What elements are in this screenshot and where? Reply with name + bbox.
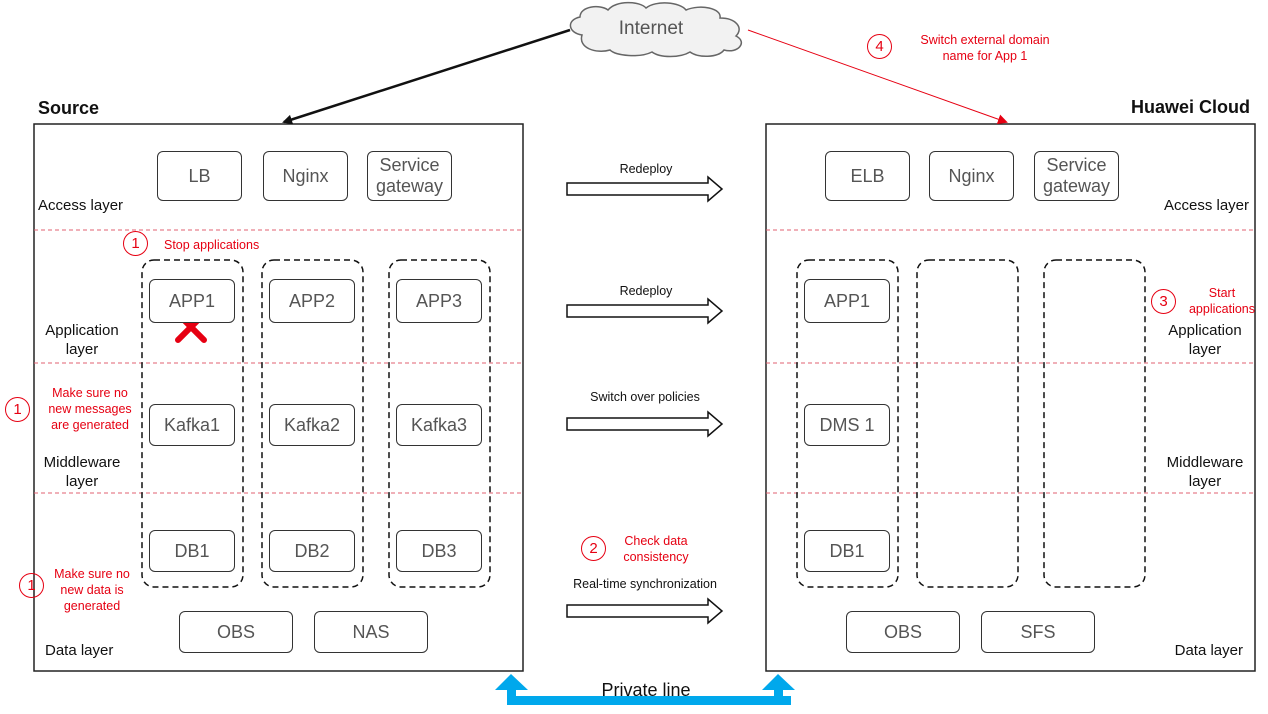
step-4-switch-domain-marker: 4 <box>867 34 892 59</box>
cloud-app1-box: APP1 <box>804 279 890 323</box>
source-middleware-layer-label: Middleware layer <box>43 454 121 490</box>
private-line-label: Private line <box>601 680 691 700</box>
step-1-stop-apps-text: Stop applications <box>164 238 260 252</box>
step-1-no-data-marker: 1 <box>19 573 44 598</box>
cloud-obs-box: OBS <box>846 611 960 653</box>
cloud-db1-box: DB1 <box>804 530 890 572</box>
cloud-access-layer-label: Access layer <box>1163 197 1249 214</box>
source-title: Source <box>38 98 100 118</box>
source-nginx-box: Nginx <box>263 151 348 201</box>
source-nas-box: NAS <box>314 611 428 653</box>
source-kafka3-box: Kafka3 <box>396 404 482 446</box>
migration-arrows <box>566 175 724 625</box>
source-app1-box: APP1 <box>149 279 235 323</box>
source-obs-box: OBS <box>179 611 293 653</box>
source-service-gateway-box: Service gateway <box>367 151 452 201</box>
cloud-middleware-layer-label: Middleware layer <box>1166 454 1244 490</box>
realtime-sync-arrow <box>566 597 724 625</box>
private-line-right-arrowhead <box>762 674 795 690</box>
source-frame <box>33 123 524 672</box>
cloud-dms1-box: DMS 1 <box>804 404 890 446</box>
source-kafka2-box: Kafka2 <box>269 404 355 446</box>
redeploy-app-arrow <box>566 297 724 325</box>
internet-cloud-icon <box>569 1 742 58</box>
step-4-switch-domain-text: Switch external domain name for App 1 <box>920 33 1050 63</box>
cloud-application-layer-label: Application layer <box>1168 322 1242 358</box>
redeploy-app-caption: Redeploy <box>619 284 673 298</box>
redeploy-access-arrow <box>566 175 724 203</box>
switch-policies-arrow <box>566 410 724 438</box>
private-line-connector <box>495 674 795 705</box>
step-2-check-data-text: Check data consistency <box>623 534 689 564</box>
cloud-nginx-box: Nginx <box>929 151 1014 201</box>
source-layer-dividers <box>34 229 523 494</box>
cloud-data-layer-label: Data layer <box>1174 642 1243 659</box>
source-kafka1-box: Kafka1 <box>149 404 235 446</box>
internet-to-source-arrow <box>282 28 571 125</box>
source-app-groups <box>141 259 491 588</box>
cloud-elb-box: ELB <box>825 151 910 201</box>
step-1-no-messages-text: Make sure no new messages are generated <box>48 386 132 432</box>
source-data-layer-label: Data layer <box>45 642 114 659</box>
realtime-sync-caption: Real-time synchronization <box>573 577 717 591</box>
source-app2-box: APP2 <box>269 279 355 323</box>
source-lb-box: LB <box>157 151 242 201</box>
source-access-layer-label: Access layer <box>38 197 124 214</box>
source-application-layer-label: Application layer <box>45 322 119 358</box>
step-1-no-data-text: Make sure no new data is generated <box>54 567 130 613</box>
internet-label: Internet <box>618 18 684 39</box>
redeploy-access-caption: Redeploy <box>619 162 673 176</box>
cloud-service-gateway-box: Service gateway <box>1034 151 1119 201</box>
step-1-stop-apps-marker: 1 <box>123 231 148 256</box>
cloud-frame <box>765 123 1256 672</box>
source-db3-box: DB3 <box>396 530 482 572</box>
source-app3-box: APP3 <box>396 279 482 323</box>
cloud-title: Huawei Cloud <box>1130 97 1250 117</box>
step-2-check-data-marker: 2 <box>581 536 606 561</box>
step-3-start-apps-text: Start applications <box>1188 286 1255 316</box>
source-db2-box: DB2 <box>269 530 355 572</box>
cloud-sfs-box: SFS <box>981 611 1095 653</box>
step-3-start-apps-marker: 3 <box>1151 289 1176 314</box>
source-db1-box: DB1 <box>149 530 235 572</box>
private-line-left-arrowhead <box>495 674 528 690</box>
step-1-no-messages-marker: 1 <box>5 397 30 422</box>
cloud-layer-dividers <box>766 229 1255 494</box>
cloud-app-groups <box>796 259 1146 588</box>
switch-policies-caption: Switch over policies <box>590 390 700 404</box>
internet-to-cloud-arrow <box>747 29 1008 125</box>
